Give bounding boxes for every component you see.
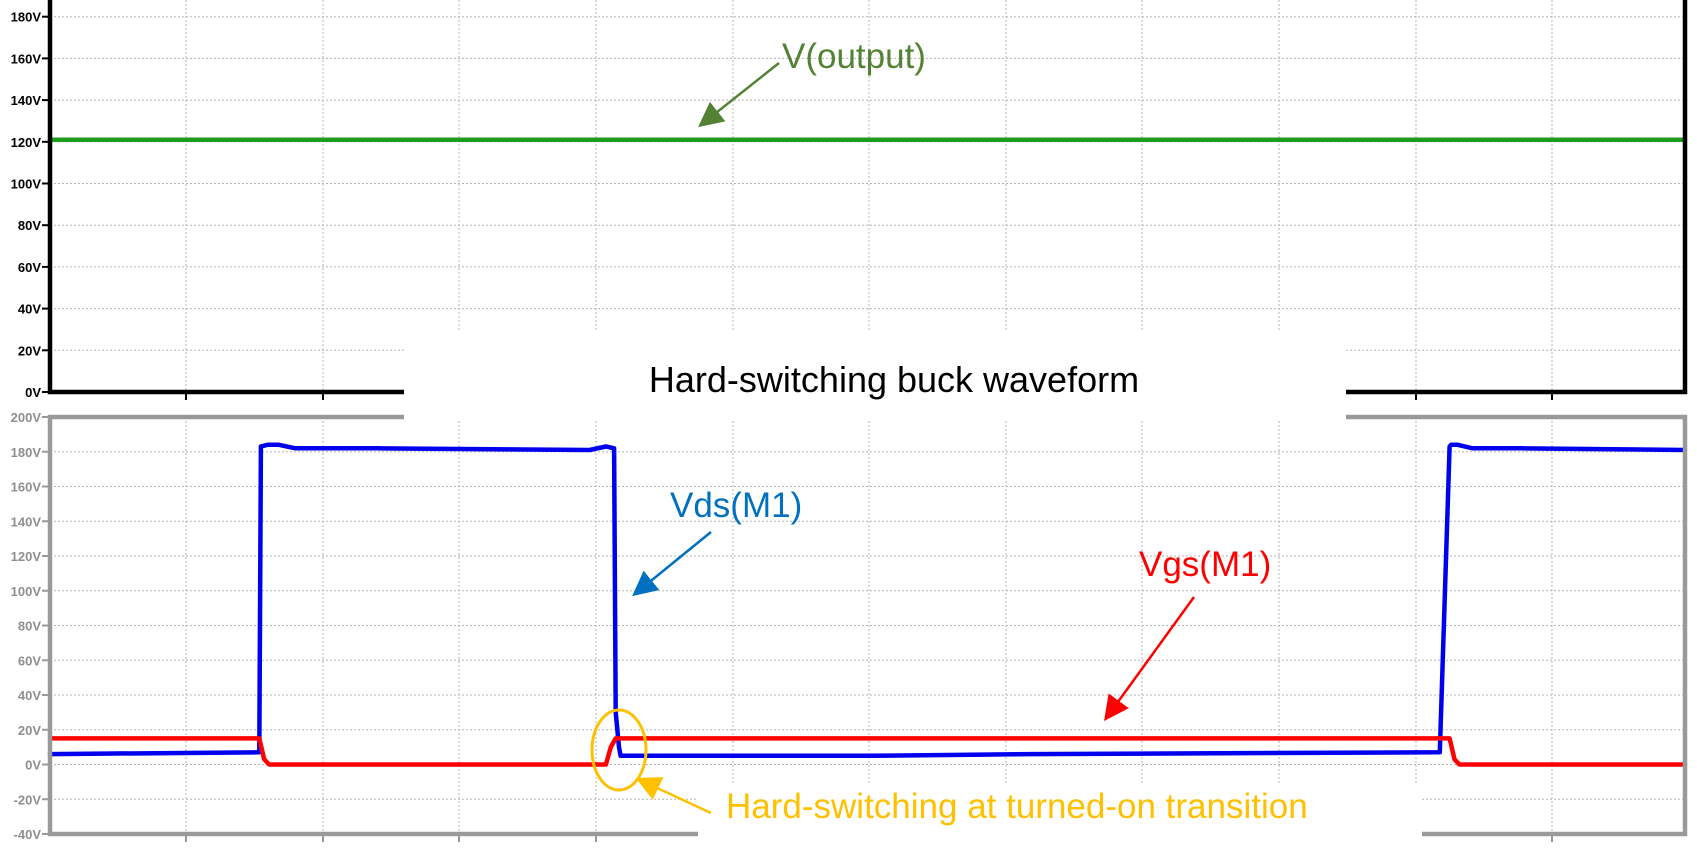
bottom-y-axis: -40V -20V 0V 20V 40V 60V 80V 100V 120V 140V 160V 18…	[11, 410, 1553, 842]
top-ytick-label-6: 120V	[11, 135, 42, 150]
bottom-ytick-label-12: 200V	[11, 410, 42, 425]
hard-switching-ellipse	[590, 708, 648, 792]
bottom-ytick-label-1: -20V	[14, 792, 42, 807]
bottom-ytick-label-8: 120V	[11, 549, 42, 564]
bottom-ytick-label-0: -40V	[14, 827, 42, 842]
bottom-ytick-label-10: 160V	[11, 480, 42, 495]
bottom-ytick-label-2: 0V	[25, 758, 41, 773]
annotations: V(output) Vds(M1) Vgs(M1) Hard-switching…	[590, 37, 1422, 847]
bottom-grid	[50, 416, 1685, 835]
series-line-vds-m1	[47, 442, 1688, 759]
top-ytick-label-9: 180V	[11, 10, 42, 25]
top-panel: 0V 20V 40V 60V 80V 100V 120V 140V 160V 180V	[11, 0, 1688, 400]
top-ytick-label-0: 0V	[25, 385, 41, 400]
hard-switching-label-bg	[698, 785, 1422, 847]
top-ytick-label-1: 20V	[18, 343, 41, 358]
bottom-ytick-label-6: 80V	[18, 619, 41, 634]
bottom-ytick-label-3: 20V	[18, 723, 41, 738]
top-ytick-label-7: 140V	[11, 93, 42, 108]
top-ytick-label-4: 80V	[18, 218, 41, 233]
bottom-ytick-label-9: 140V	[11, 514, 42, 529]
top-ytick-label-3: 60V	[18, 260, 41, 275]
title-box	[404, 332, 1346, 420]
bottom-series	[47, 442, 1688, 767]
vgs-label: Vgs(M1)	[1139, 545, 1271, 584]
voutput-label: V(output)	[782, 37, 926, 76]
bottom-ytick-label-7: 100V	[11, 584, 42, 599]
bottom-ytick-label-5: 60V	[18, 653, 41, 668]
series-line-vgs-m1	[47, 736, 1688, 767]
hard-switching-label: Hard-switching at turned-on transition	[726, 787, 1308, 826]
voutput-arrow	[698, 62, 780, 128]
figure-title: Hard-switching buck waveform	[649, 359, 1139, 400]
top-ytick-label-5: 100V	[11, 177, 42, 192]
bottom-ytick-label-11: 180V	[11, 445, 42, 460]
vds-arrow	[632, 531, 712, 597]
top-grid	[50, 0, 1685, 393]
bottom-ytick-label-4: 40V	[18, 688, 41, 703]
vgs-arrow	[1104, 596, 1196, 722]
hard-switching-arrow	[635, 777, 712, 815]
bottom-panel: -40V -20V 0V 20V 40V 60V 80V 100V 120V 140V 160V 18…	[11, 410, 1688, 842]
vds-label: Vds(M1)	[670, 486, 802, 525]
top-ytick-label-2: 40V	[18, 302, 41, 317]
top-ytick-label-8: 160V	[11, 51, 42, 66]
